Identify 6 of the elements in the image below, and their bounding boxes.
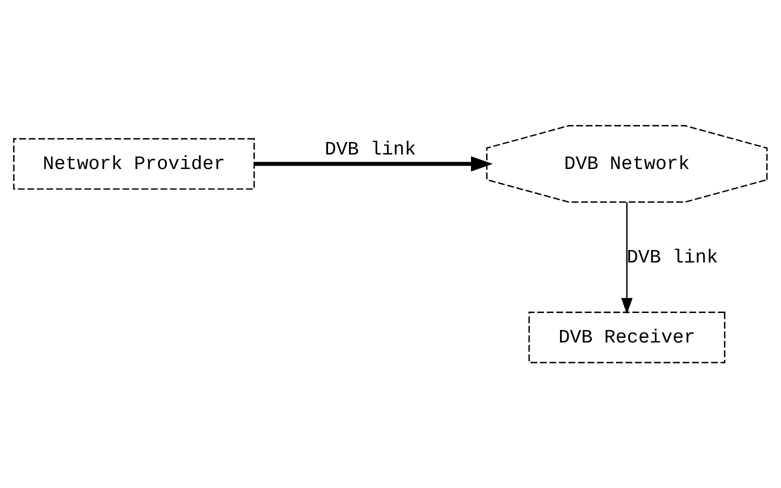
node-box: DVB Receiver <box>528 312 726 364</box>
node-box: Network Provider <box>13 138 255 190</box>
edge-label: DVB link <box>626 246 718 268</box>
edge-label: DVB link <box>324 138 416 161</box>
arrow <box>254 156 493 172</box>
arrow <box>621 202 633 314</box>
